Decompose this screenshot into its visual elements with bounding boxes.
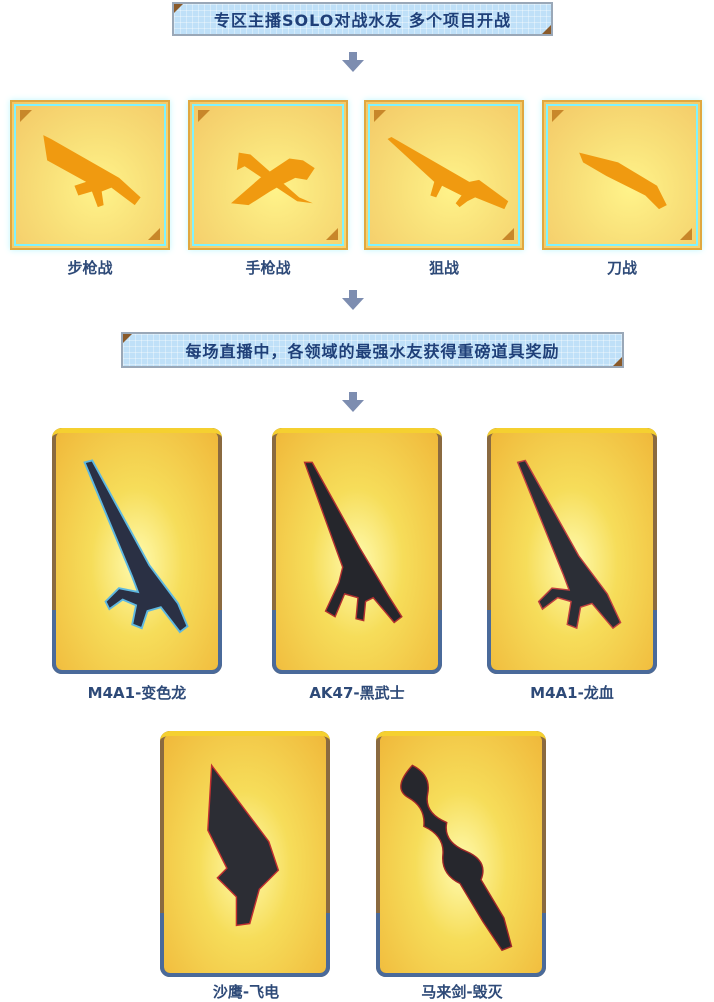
reward-label: M4A1-龙血 [530, 684, 614, 702]
mode-card-pistol[interactable] [188, 100, 348, 250]
reward-label: 沙鹰-飞电 [212, 983, 280, 1001]
banner-top-text: 专区主播SOLO对战水友 多个项目开战 [214, 11, 511, 30]
banner-mid-text: 每场直播中，各领域的最强水友获得重磅道具奖励 [185, 342, 560, 361]
mode-card-knife[interactable] [542, 100, 702, 250]
reward-label: AK47-黑武士 [309, 684, 405, 702]
sniper-icon [387, 137, 509, 210]
kris-destruction-weapon-image [400, 764, 513, 952]
arrow-down-icon [342, 392, 364, 412]
ak47-black-knight-weapon-image [303, 461, 403, 624]
mode-label: 手枪战 [245, 259, 291, 277]
arrow-down-icon [342, 290, 364, 310]
reward-label: M4A1-变色龙 [87, 684, 187, 702]
mode-label: 狙战 [428, 259, 459, 277]
m4a1-chameleon-weapon-image [83, 459, 189, 634]
mode-card-rifle[interactable] [10, 100, 170, 250]
reward-card-kris-destruction[interactable] [376, 731, 546, 977]
deagle-flying-electric-weapon-image [207, 763, 280, 927]
pistol-knife-icon [231, 152, 315, 206]
mode-card-sniper[interactable] [364, 100, 524, 250]
banner-mid: 每场直播中，各领域的最强水友获得重磅道具奖励 [121, 332, 624, 368]
banner-top: 专区主播SOLO对战水友 多个项目开战 [172, 2, 553, 36]
arrow-down-icon [342, 52, 364, 72]
reward-card-m4a1-chameleon[interactable] [52, 428, 222, 674]
rifle-icon [43, 135, 141, 208]
reward-card-m4a1-dragon-blood[interactable] [487, 428, 657, 674]
reward-label: 马来剑-毁灭 [421, 983, 503, 1001]
knife-icon [579, 152, 667, 210]
mode-label: 步枪战 [67, 259, 113, 277]
reward-card-deagle-flying-electric[interactable] [160, 731, 330, 977]
reward-card-ak47-black-knight[interactable] [272, 428, 442, 674]
m4a1-dragon-blood-weapon-image [516, 459, 622, 630]
mode-label: 刀战 [606, 259, 637, 277]
